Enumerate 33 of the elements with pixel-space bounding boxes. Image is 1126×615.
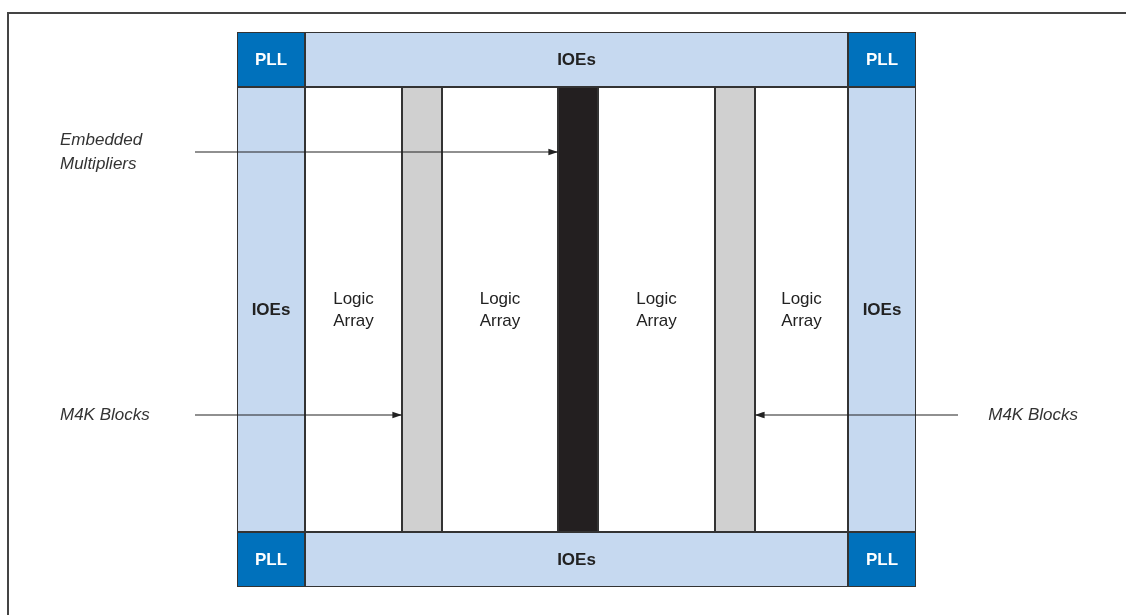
block-label: PLL bbox=[865, 548, 899, 571]
block-label: PLL bbox=[865, 48, 899, 71]
callout-label: Embedded Multipliers bbox=[60, 129, 144, 175]
multiplier-column bbox=[558, 87, 598, 532]
memory-column bbox=[715, 87, 755, 532]
block-label: Logic Array bbox=[780, 287, 823, 332]
block-label: PLL bbox=[254, 548, 288, 571]
callout-label: M4K Blocks bbox=[988, 404, 1079, 427]
pll-block bbox=[848, 532, 916, 587]
logic-array-block bbox=[755, 87, 848, 532]
ioe-block bbox=[848, 87, 916, 532]
block-label: Logic Array bbox=[635, 287, 678, 332]
memory-column bbox=[402, 87, 442, 532]
callout-label: M4K Blocks bbox=[60, 404, 151, 426]
block-label: Logic Array bbox=[332, 287, 375, 332]
ioe-block bbox=[305, 32, 848, 87]
leader-arrow bbox=[754, 411, 959, 419]
block-label: IOEs bbox=[557, 48, 596, 71]
block-label: IOEs bbox=[862, 298, 902, 321]
leader-arrow bbox=[194, 411, 403, 419]
pll-block bbox=[848, 32, 916, 87]
block-label: PLL bbox=[254, 48, 288, 71]
logic-array-block bbox=[305, 87, 402, 532]
ioe-block bbox=[237, 87, 305, 532]
block-label: IOEs bbox=[557, 548, 596, 571]
logic-array-block bbox=[442, 87, 558, 532]
block-label: IOEs bbox=[251, 298, 291, 321]
logic-array-block bbox=[598, 87, 715, 532]
block-label: Logic Array bbox=[478, 287, 522, 332]
ioe-block bbox=[305, 532, 848, 587]
pll-block bbox=[237, 532, 305, 587]
pll-block bbox=[237, 32, 305, 87]
leader-arrow bbox=[194, 148, 559, 156]
